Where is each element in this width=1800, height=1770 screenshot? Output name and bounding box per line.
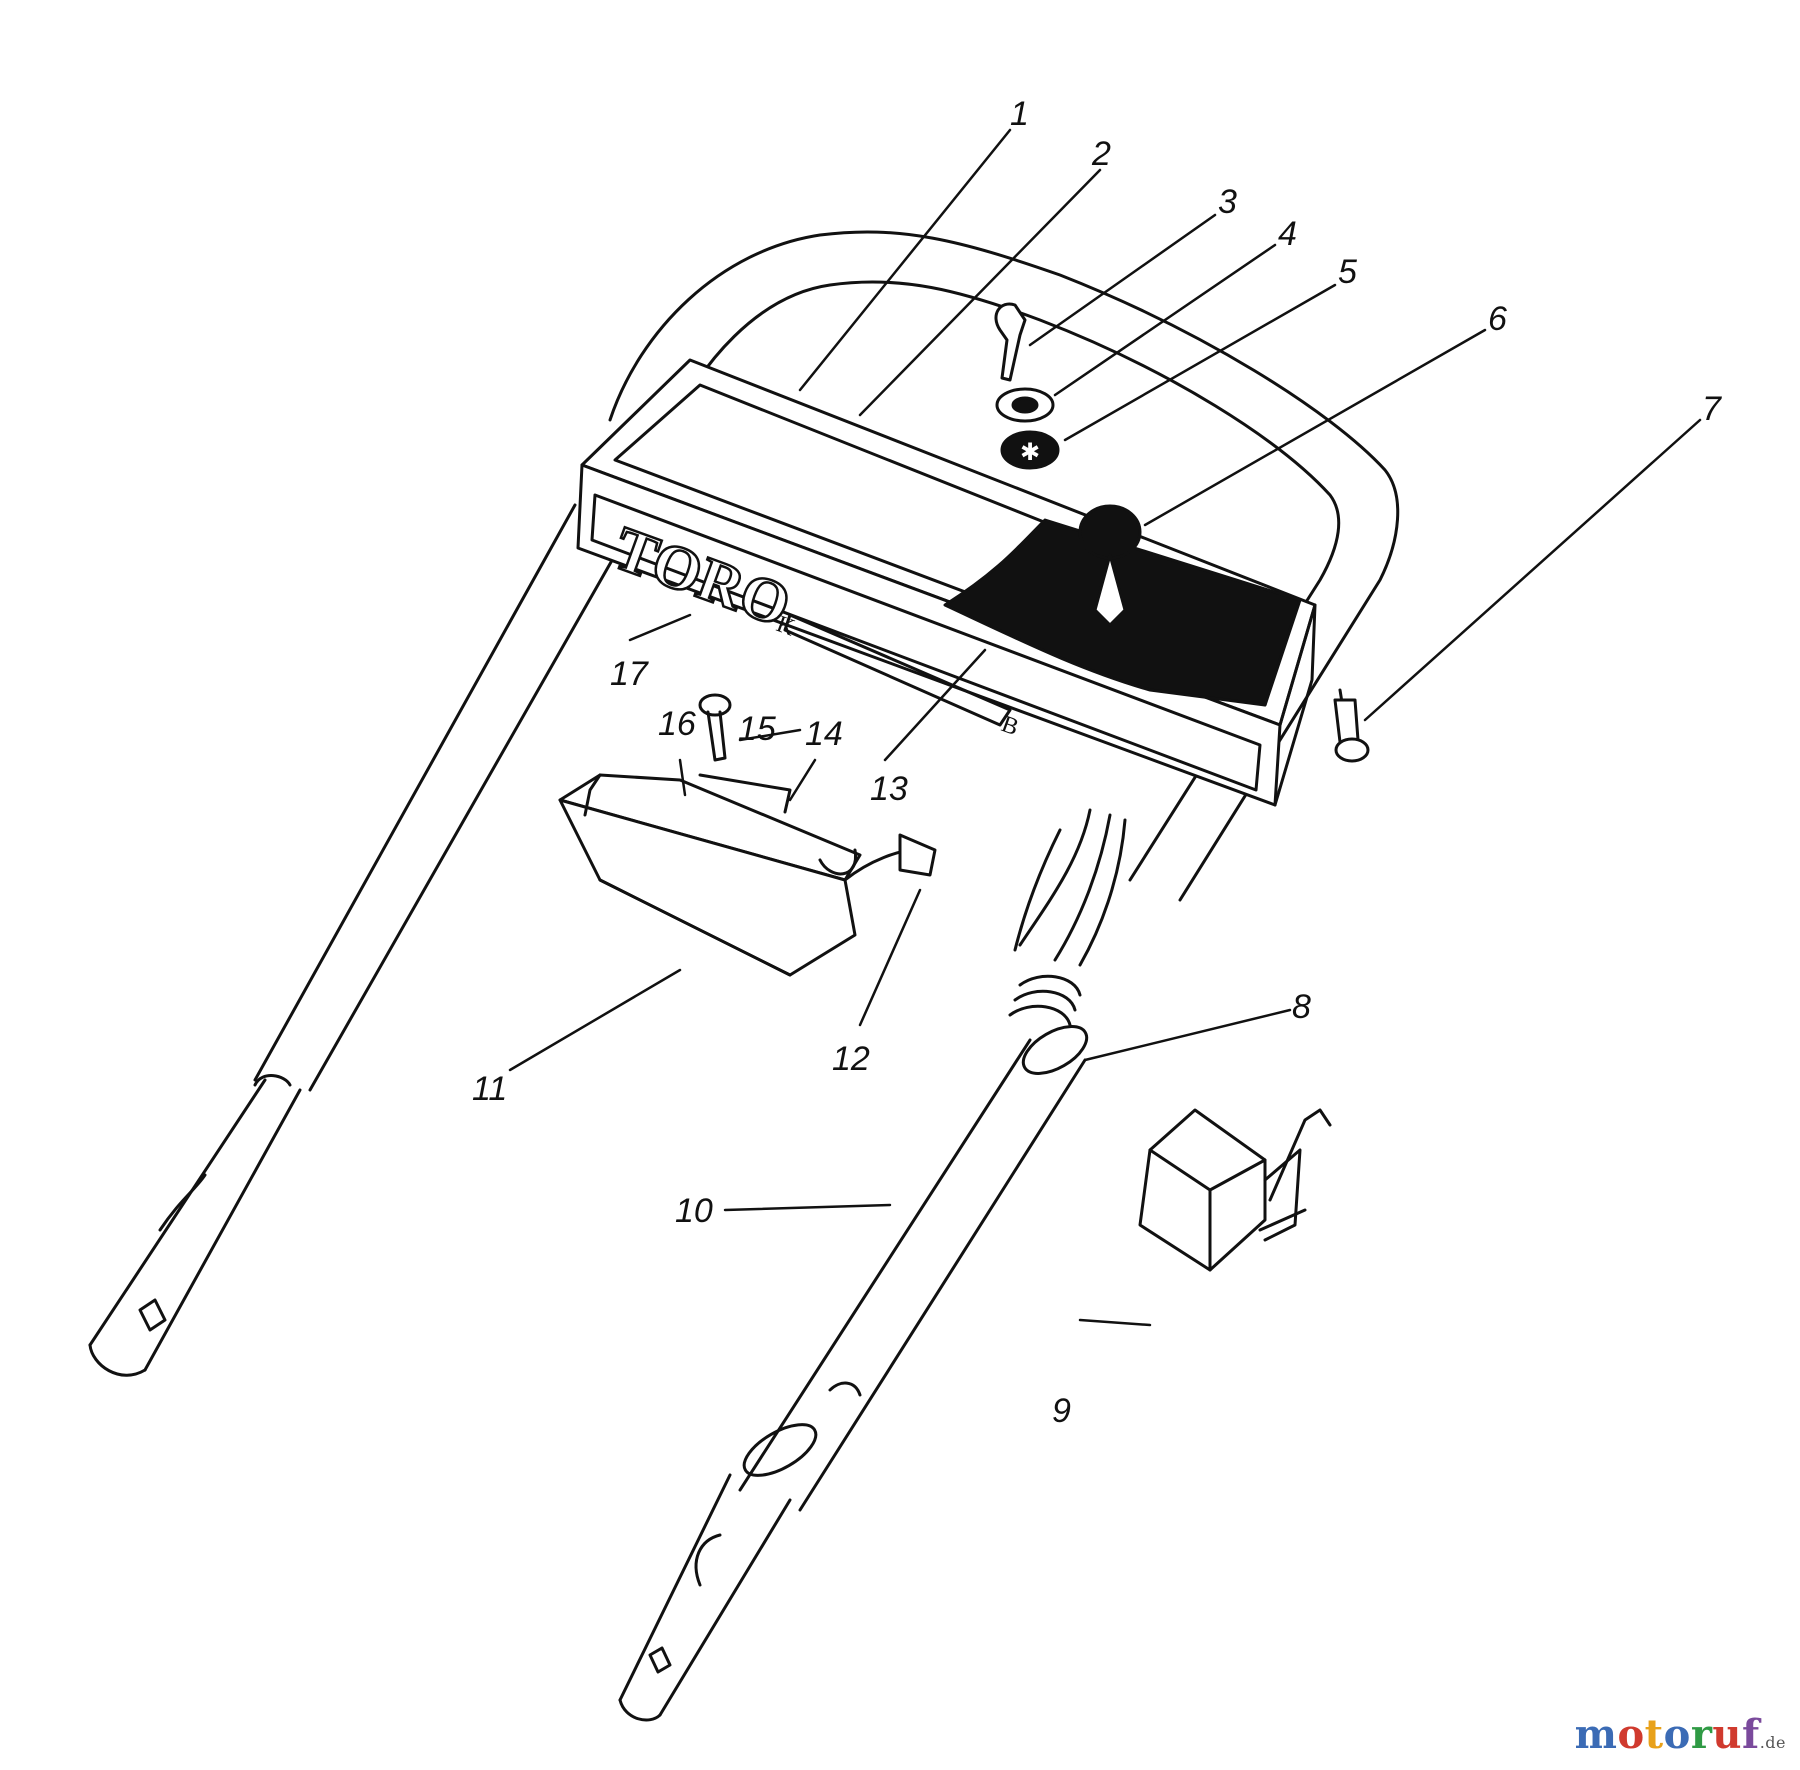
part-label-11: 11 xyxy=(472,1070,507,1108)
part-label-7: 7 xyxy=(1702,390,1722,428)
right-lower-tube xyxy=(618,974,1089,1722)
cable-bundle xyxy=(1013,808,1127,967)
key-icon xyxy=(994,302,1027,382)
part-label-14: 14 xyxy=(805,715,843,753)
part-label-13: 13 xyxy=(870,770,908,808)
watermark-letter: r xyxy=(1690,1711,1713,1758)
screw-icon xyxy=(698,693,792,814)
watermark-letter: u xyxy=(1712,1711,1742,1758)
part-label-1: 1 xyxy=(1010,95,1029,133)
svg-text:✱: ✱ xyxy=(1020,438,1040,466)
leader-lines xyxy=(508,128,1702,1327)
part-label-5: 5 xyxy=(1338,253,1357,291)
part-label-3: 3 xyxy=(1218,183,1237,221)
part-label-16: 16 xyxy=(658,705,696,743)
part-label-2: 2 xyxy=(1091,135,1111,173)
watermark-suffix: .de xyxy=(1759,1733,1786,1752)
part-label-8: 8 xyxy=(1292,988,1311,1026)
part-label-12: 12 xyxy=(832,1040,870,1078)
watermark-logo: motoruf.de xyxy=(1575,1711,1786,1758)
part-callouts: 1 2 3 4 5 6 7 8 9 10 11 12 13 14 15 16 1… xyxy=(472,95,1722,1430)
left-handle-tube xyxy=(88,503,637,1377)
watermark-letter: m xyxy=(1574,1711,1618,1758)
part-label-17: 17 xyxy=(610,655,649,693)
key-switch-knob-icon xyxy=(1078,504,1142,627)
panel-mark-right: B xyxy=(998,711,1022,741)
watermark-letter: o xyxy=(1663,1711,1691,1758)
battery-box xyxy=(558,773,937,977)
watermark-letter: o xyxy=(1617,1711,1645,1758)
transformer-box xyxy=(1138,1108,1332,1272)
part-label-6: 6 xyxy=(1488,300,1507,338)
part-label-15: 15 xyxy=(738,710,776,748)
lock-washer-icon: ✱ xyxy=(1000,430,1060,470)
watermark-letter: f xyxy=(1741,1711,1760,1758)
bolt-icon xyxy=(1333,688,1370,763)
watermark-letter: t xyxy=(1644,1711,1664,1758)
upper-handle-loop xyxy=(608,230,1400,902)
watermark-text: motoruf xyxy=(1575,1711,1760,1758)
part-label-10: 10 xyxy=(675,1192,713,1230)
washer-icon xyxy=(995,387,1055,423)
part-label-4: 4 xyxy=(1278,215,1297,253)
part-label-9: 9 xyxy=(1052,1392,1071,1430)
